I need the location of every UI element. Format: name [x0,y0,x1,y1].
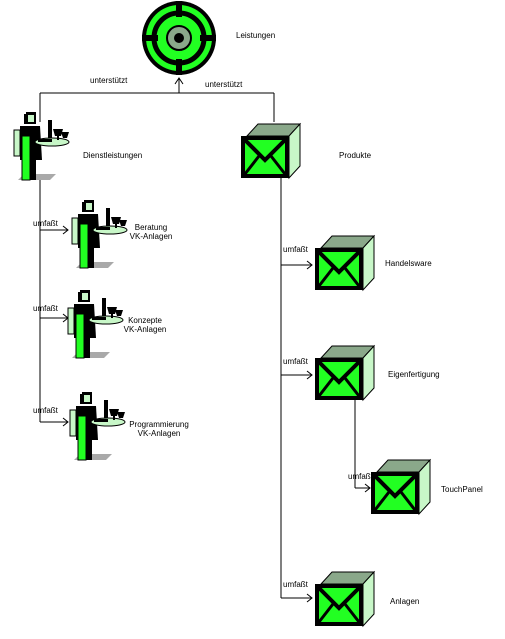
services-label: Dienstleistungen [83,151,143,160]
products-label: Produkte [339,151,372,160]
box-icon-products [239,122,302,180]
edge-label-supports-services: unterstützt [90,76,128,85]
waiter-icon-service-3 [69,391,126,461]
edge-label-contains-product-3: umfaßt [283,580,308,589]
service-3-label-line2: VK-Anlagen [137,429,181,438]
product-2-label: Eigenfertigung [388,370,440,379]
product-3-label: Anlagen [390,597,420,606]
edge-label-contains-product-1: umfaßt [283,245,308,254]
service-1-label: Beratung VK-Anlagen [118,223,184,241]
service-2-label: Konzepte VK-Anlagen [112,316,178,334]
target-icon [142,1,216,75]
box-icon-product-2-child-1 [369,458,432,516]
edge-label-supports-products: unterstützt [205,80,243,89]
service-3-label: Programmierung VK-Anlagen [122,420,196,438]
box-icon-product-3 [313,570,376,628]
edge-label-contains-service-2: umfaßt [33,304,58,313]
product-1-label: Handelsware [385,259,432,268]
box-icon-product-2 [313,344,376,402]
service-1-label-line2: VK-Anlagen [129,232,173,241]
box-icon-product-1 [313,234,376,292]
edge-label-contains-service-1: umfaßt [33,219,58,228]
service-2-label-line2: VK-Anlagen [123,325,167,334]
waiter-icon-services [13,111,70,181]
edge-label-contains-product-2-child: umfaßt [348,472,373,481]
service-3-label-line1: Programmierung [129,420,189,429]
service-2-label-line1: Konzepte [128,316,162,325]
connector-lines [39,77,371,603]
edge-label-contains-service-3: umfaßt [33,406,58,415]
service-1-label-line1: Beratung [134,223,168,232]
product-2-child-1-label: TouchPanel [441,485,483,494]
edge-label-contains-product-2: umfaßt [283,357,308,366]
root-label: Leistungen [236,31,276,40]
